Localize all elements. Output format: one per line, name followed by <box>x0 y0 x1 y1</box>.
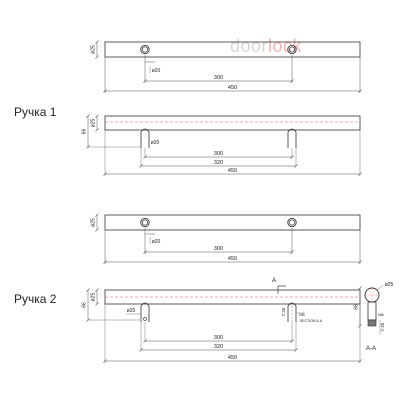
handle1-side-dim-300-label: 300 <box>214 151 223 157</box>
handle2-side-dim-320-label: 320 <box>214 344 223 350</box>
handle2-side-total-height-label: 66 <box>82 302 88 308</box>
dim-tick <box>103 260 107 264</box>
handle2-side-m6-label: M6 <box>299 312 305 317</box>
dim-tick <box>358 89 362 93</box>
dim-tick <box>294 348 298 352</box>
handle2-side-section-label: SECTION A-A <box>300 319 323 323</box>
dim-tick <box>103 172 107 176</box>
dim-tick <box>143 250 147 254</box>
handle1-top-dim-300-label: 300 <box>214 75 223 81</box>
handle2-top-height-label: ø25 <box>91 218 97 227</box>
handle2-side-post-left <box>140 302 150 322</box>
dim-tick <box>290 339 294 343</box>
section-aa-d25-leader <box>376 284 384 291</box>
handle2-side-d20-label: ø20 <box>127 308 136 314</box>
handle2-top-mount-right-inner <box>289 219 295 226</box>
section-aa-d25-label: ø25 <box>385 282 394 288</box>
dim-tick <box>95 302 99 306</box>
handle2-top-mount-left-inner <box>142 219 148 226</box>
handle1-label: Ручка 1 <box>14 105 57 119</box>
handle2-side-725-label: 7.25 <box>281 307 286 316</box>
handle1-side-bar-height-label: ø25 <box>91 118 97 127</box>
dim-tick <box>358 359 362 363</box>
handle1-top-mount-right-outer <box>287 44 297 55</box>
handle2-side-screw-left <box>143 317 147 321</box>
handle2-top-bar <box>104 214 361 231</box>
handle1-top-mount-right-inner <box>289 46 295 53</box>
dim-tick <box>103 89 107 93</box>
dim-tick <box>95 128 99 132</box>
handle1-top-d20-label: ø20 <box>152 68 161 74</box>
handle1-top-mount-left-outer <box>140 44 150 55</box>
section-aa-caption: A-A <box>366 346 376 352</box>
handle2-top-mount-right-outer <box>287 217 297 228</box>
handle2-top-dim-300-label: 300 <box>214 246 223 252</box>
handle1-top-dim-450-label: 450 <box>228 85 237 91</box>
section-aa-screw <box>367 319 377 327</box>
dim-tick <box>358 260 362 264</box>
handle2-side-dim-300-label: 300 <box>214 335 223 341</box>
handle1-top-bar <box>104 41 361 58</box>
dim-tick <box>103 359 107 363</box>
handle2-label: Ручка 2 <box>14 292 57 306</box>
dim-tick <box>290 250 294 254</box>
section-aa-m6-label: M6 <box>378 312 384 317</box>
handle2-side-post-right <box>287 302 297 322</box>
dim-tick <box>290 155 294 159</box>
section-marker-top-label: A <box>272 278 276 284</box>
handle1-side-dim-450-label: 450 <box>228 168 237 174</box>
dim-tick <box>294 164 298 168</box>
dim-tick <box>139 164 143 168</box>
dim-tick <box>86 288 90 292</box>
handle2-top-mount-left-outer <box>140 217 150 228</box>
section-aa-725-label: 7.25 <box>380 322 385 331</box>
dim-tick <box>358 286 362 290</box>
dim-tick <box>143 155 147 159</box>
handle1-side-bar <box>104 115 361 131</box>
dim-tick <box>95 40 99 44</box>
section-aa-height-66-label: 66 <box>354 304 360 310</box>
dim-tick <box>358 172 362 176</box>
handle2-top-dim-450-label: 450 <box>228 256 237 262</box>
handle1-side-post-right <box>287 128 297 148</box>
dim-tick <box>143 339 147 343</box>
handle1-side-d20-label: ø20 <box>151 140 160 146</box>
dim-tick <box>95 114 99 118</box>
handle1-side-dim-320-label: 320 <box>214 160 223 166</box>
dim-tick <box>358 324 362 328</box>
dim-tick <box>95 55 99 59</box>
handle1-top-mount-left-inner <box>142 46 148 53</box>
section-aa-post <box>367 301 377 321</box>
dim-tick <box>95 228 99 232</box>
dim-tick <box>86 114 90 118</box>
dim-tick <box>143 79 147 83</box>
dim-tick <box>95 213 99 217</box>
handle1-top-height-label: ø25 <box>91 45 97 54</box>
handle1-side-total-height-label: 66 <box>82 129 88 135</box>
dim-tick <box>95 288 99 292</box>
dim-tick <box>139 348 143 352</box>
handle2-side-dim-450-label: 450 <box>228 355 237 361</box>
dim-tick <box>290 79 294 83</box>
handle2-side-bar-height-label: ø25 <box>91 292 97 301</box>
handle1-side-post-left <box>140 128 150 148</box>
watermark-logo: doorlock <box>230 36 303 56</box>
handle2-top-d20-label: ø20 <box>152 239 161 245</box>
